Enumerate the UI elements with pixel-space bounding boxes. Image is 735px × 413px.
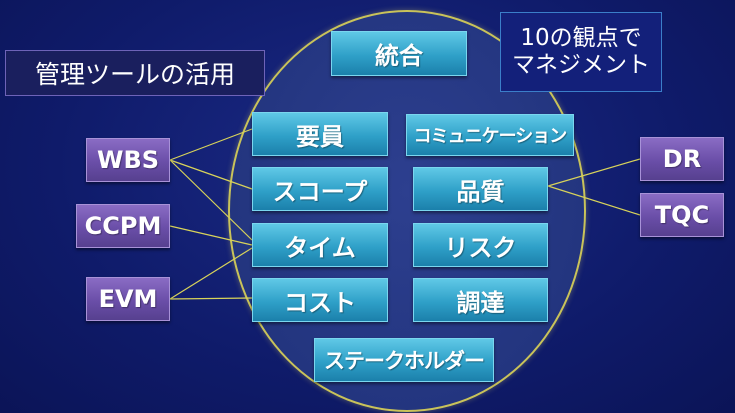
tool-evm: EVM (86, 277, 170, 321)
area-risk: リスク (413, 223, 548, 267)
line-wbs-time (169, 159, 253, 241)
area-time: タイム (252, 223, 388, 267)
line-ccpm-time (169, 225, 253, 246)
line-evm-time (169, 247, 253, 300)
area-procurement: 調達 (413, 278, 548, 322)
line-evm-cost (169, 297, 253, 300)
tool-wbs: WBS (86, 138, 170, 182)
area-integration: 統合 (331, 31, 467, 76)
line-quality-tqc (547, 185, 641, 216)
area-resource: 要員 (252, 112, 388, 156)
tool-tqc: TQC (640, 193, 724, 237)
line-quality-dr (547, 158, 641, 187)
line-wbs-scope (169, 159, 253, 190)
viewpoints-line2: マネジメント (512, 52, 650, 78)
tool-ccpm: CCPM (76, 204, 170, 248)
line-wbs-resource (169, 128, 253, 161)
area-quality: 品質 (413, 167, 548, 211)
ten-viewpoints-label: 10の観点で マネジメント (500, 12, 662, 92)
area-scope: スコープ (252, 167, 388, 211)
area-communication: コミュニケーション (406, 114, 574, 156)
area-stakeholder: ステークホルダー (314, 338, 494, 382)
area-cost: コスト (252, 278, 388, 322)
management-tools-label: 管理ツールの活用 (5, 50, 265, 96)
tool-dr: DR (640, 137, 724, 181)
viewpoints-line1: 10の観点で (520, 24, 642, 51)
